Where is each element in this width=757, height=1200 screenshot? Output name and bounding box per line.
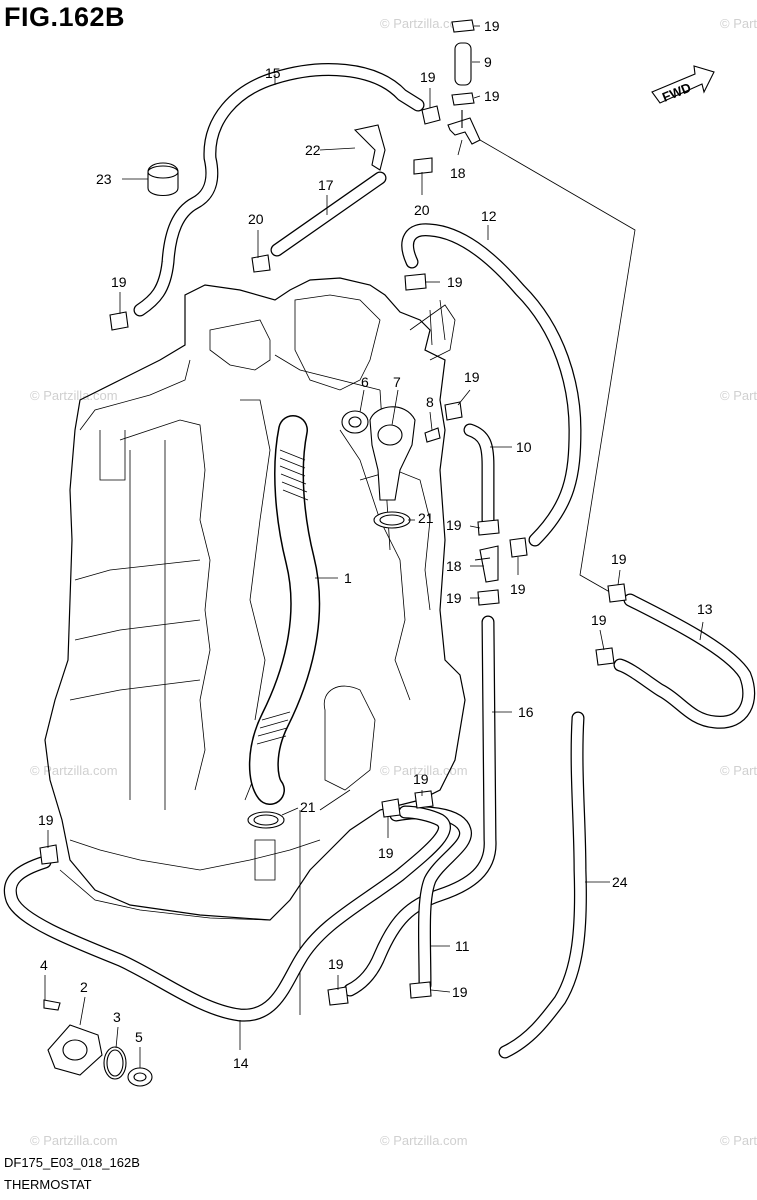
callout-19: 19 — [38, 812, 54, 828]
hose-13 — [613, 593, 756, 729]
callout-7: 7 — [393, 374, 401, 390]
callout-19: 19 — [420, 69, 436, 85]
callout-19: 19 — [452, 984, 468, 1000]
thermostat-parts — [247, 406, 441, 829]
hose-16 — [343, 615, 497, 997]
hose-24 — [498, 711, 587, 1059]
callout-19: 19 — [328, 956, 344, 972]
hose-17 — [270, 171, 387, 257]
watermark: © Partzilla.com — [720, 16, 757, 31]
watermark: © Partzilla.com — [30, 1133, 118, 1148]
callout-5: 5 — [135, 1029, 143, 1045]
hose-12 — [401, 223, 582, 547]
callout-19: 19 — [111, 274, 127, 290]
clamps — [39, 19, 627, 1006]
callout-19: 19 — [447, 274, 463, 290]
callout-14: 14 — [233, 1055, 249, 1071]
callout-19: 19 — [484, 18, 500, 34]
callout-19: 19 — [591, 612, 607, 628]
callout-18: 18 — [446, 558, 462, 574]
callout-19: 19 — [611, 551, 627, 567]
callout-4: 4 — [40, 957, 48, 973]
watermark: © Partzilla.com — [380, 763, 468, 778]
callout-16: 16 — [518, 704, 534, 720]
figure-name: THERMOSTAT — [4, 1177, 92, 1192]
callout-20: 20 — [414, 202, 430, 218]
watermark: © Partzilla.com — [720, 763, 757, 778]
callout-10: 10 — [516, 439, 532, 455]
callout-19: 19 — [446, 590, 462, 606]
callout-12: 12 — [481, 208, 497, 224]
callout-13: 13 — [697, 601, 713, 617]
figure-title: FIG.162B — [4, 2, 126, 32]
hose-10 — [463, 423, 495, 527]
callout-11: 11 — [455, 938, 470, 954]
callout-19: 19 — [413, 771, 429, 787]
callout-19: 19 — [378, 845, 394, 861]
small-parts — [43, 999, 153, 1087]
fwd-arrow: FWD — [651, 65, 715, 105]
figure-code: DF175_E03_018_162B — [4, 1155, 140, 1170]
callout-20: 20 — [248, 211, 264, 227]
fwd-label: FWD — [660, 80, 693, 105]
callout-15: 15 — [265, 65, 281, 81]
watermark: © Partzilla.com — [30, 763, 118, 778]
callout-21: 21 — [300, 799, 316, 815]
callout-3: 3 — [113, 1009, 121, 1025]
callout-labels: 19 9 19 19 15 22 23 18 17 20 20 12 19 19… — [38, 18, 713, 1071]
hose-11 — [389, 806, 472, 992]
callout-19: 19 — [464, 369, 480, 385]
callout-18: 18 — [450, 165, 466, 181]
hose-15 — [133, 63, 425, 317]
watermark: © Partzilla.com — [380, 1133, 468, 1148]
callout-9: 9 — [484, 54, 492, 70]
hose-14 — [3, 805, 451, 1022]
callout-8: 8 — [426, 394, 434, 410]
leader-lines — [44, 25, 704, 1068]
callout-17: 17 — [318, 177, 334, 193]
callout-19: 19 — [484, 88, 500, 104]
hose-1 — [248, 415, 321, 805]
callout-22: 22 — [305, 142, 321, 158]
callout-23: 23 — [96, 171, 112, 187]
watermark-group: © Partzilla.com © Partzilla.com © Partzi… — [30, 16, 757, 1148]
callout-19: 19 — [446, 517, 462, 533]
callout-24: 24 — [612, 874, 628, 890]
callout-6: 6 — [361, 374, 369, 390]
watermark: © Partzilla.com — [380, 16, 468, 31]
callout-2: 2 — [80, 979, 88, 995]
watermark: © Partzilla.com — [30, 388, 118, 403]
watermark: © Partzilla.com — [720, 1133, 757, 1148]
callout-21: 21 — [418, 510, 434, 526]
fitting-parts — [147, 42, 499, 583]
callout-1: 1 — [344, 570, 352, 586]
callout-19: 19 — [510, 581, 526, 597]
watermark: © Partzilla.com — [720, 388, 757, 403]
